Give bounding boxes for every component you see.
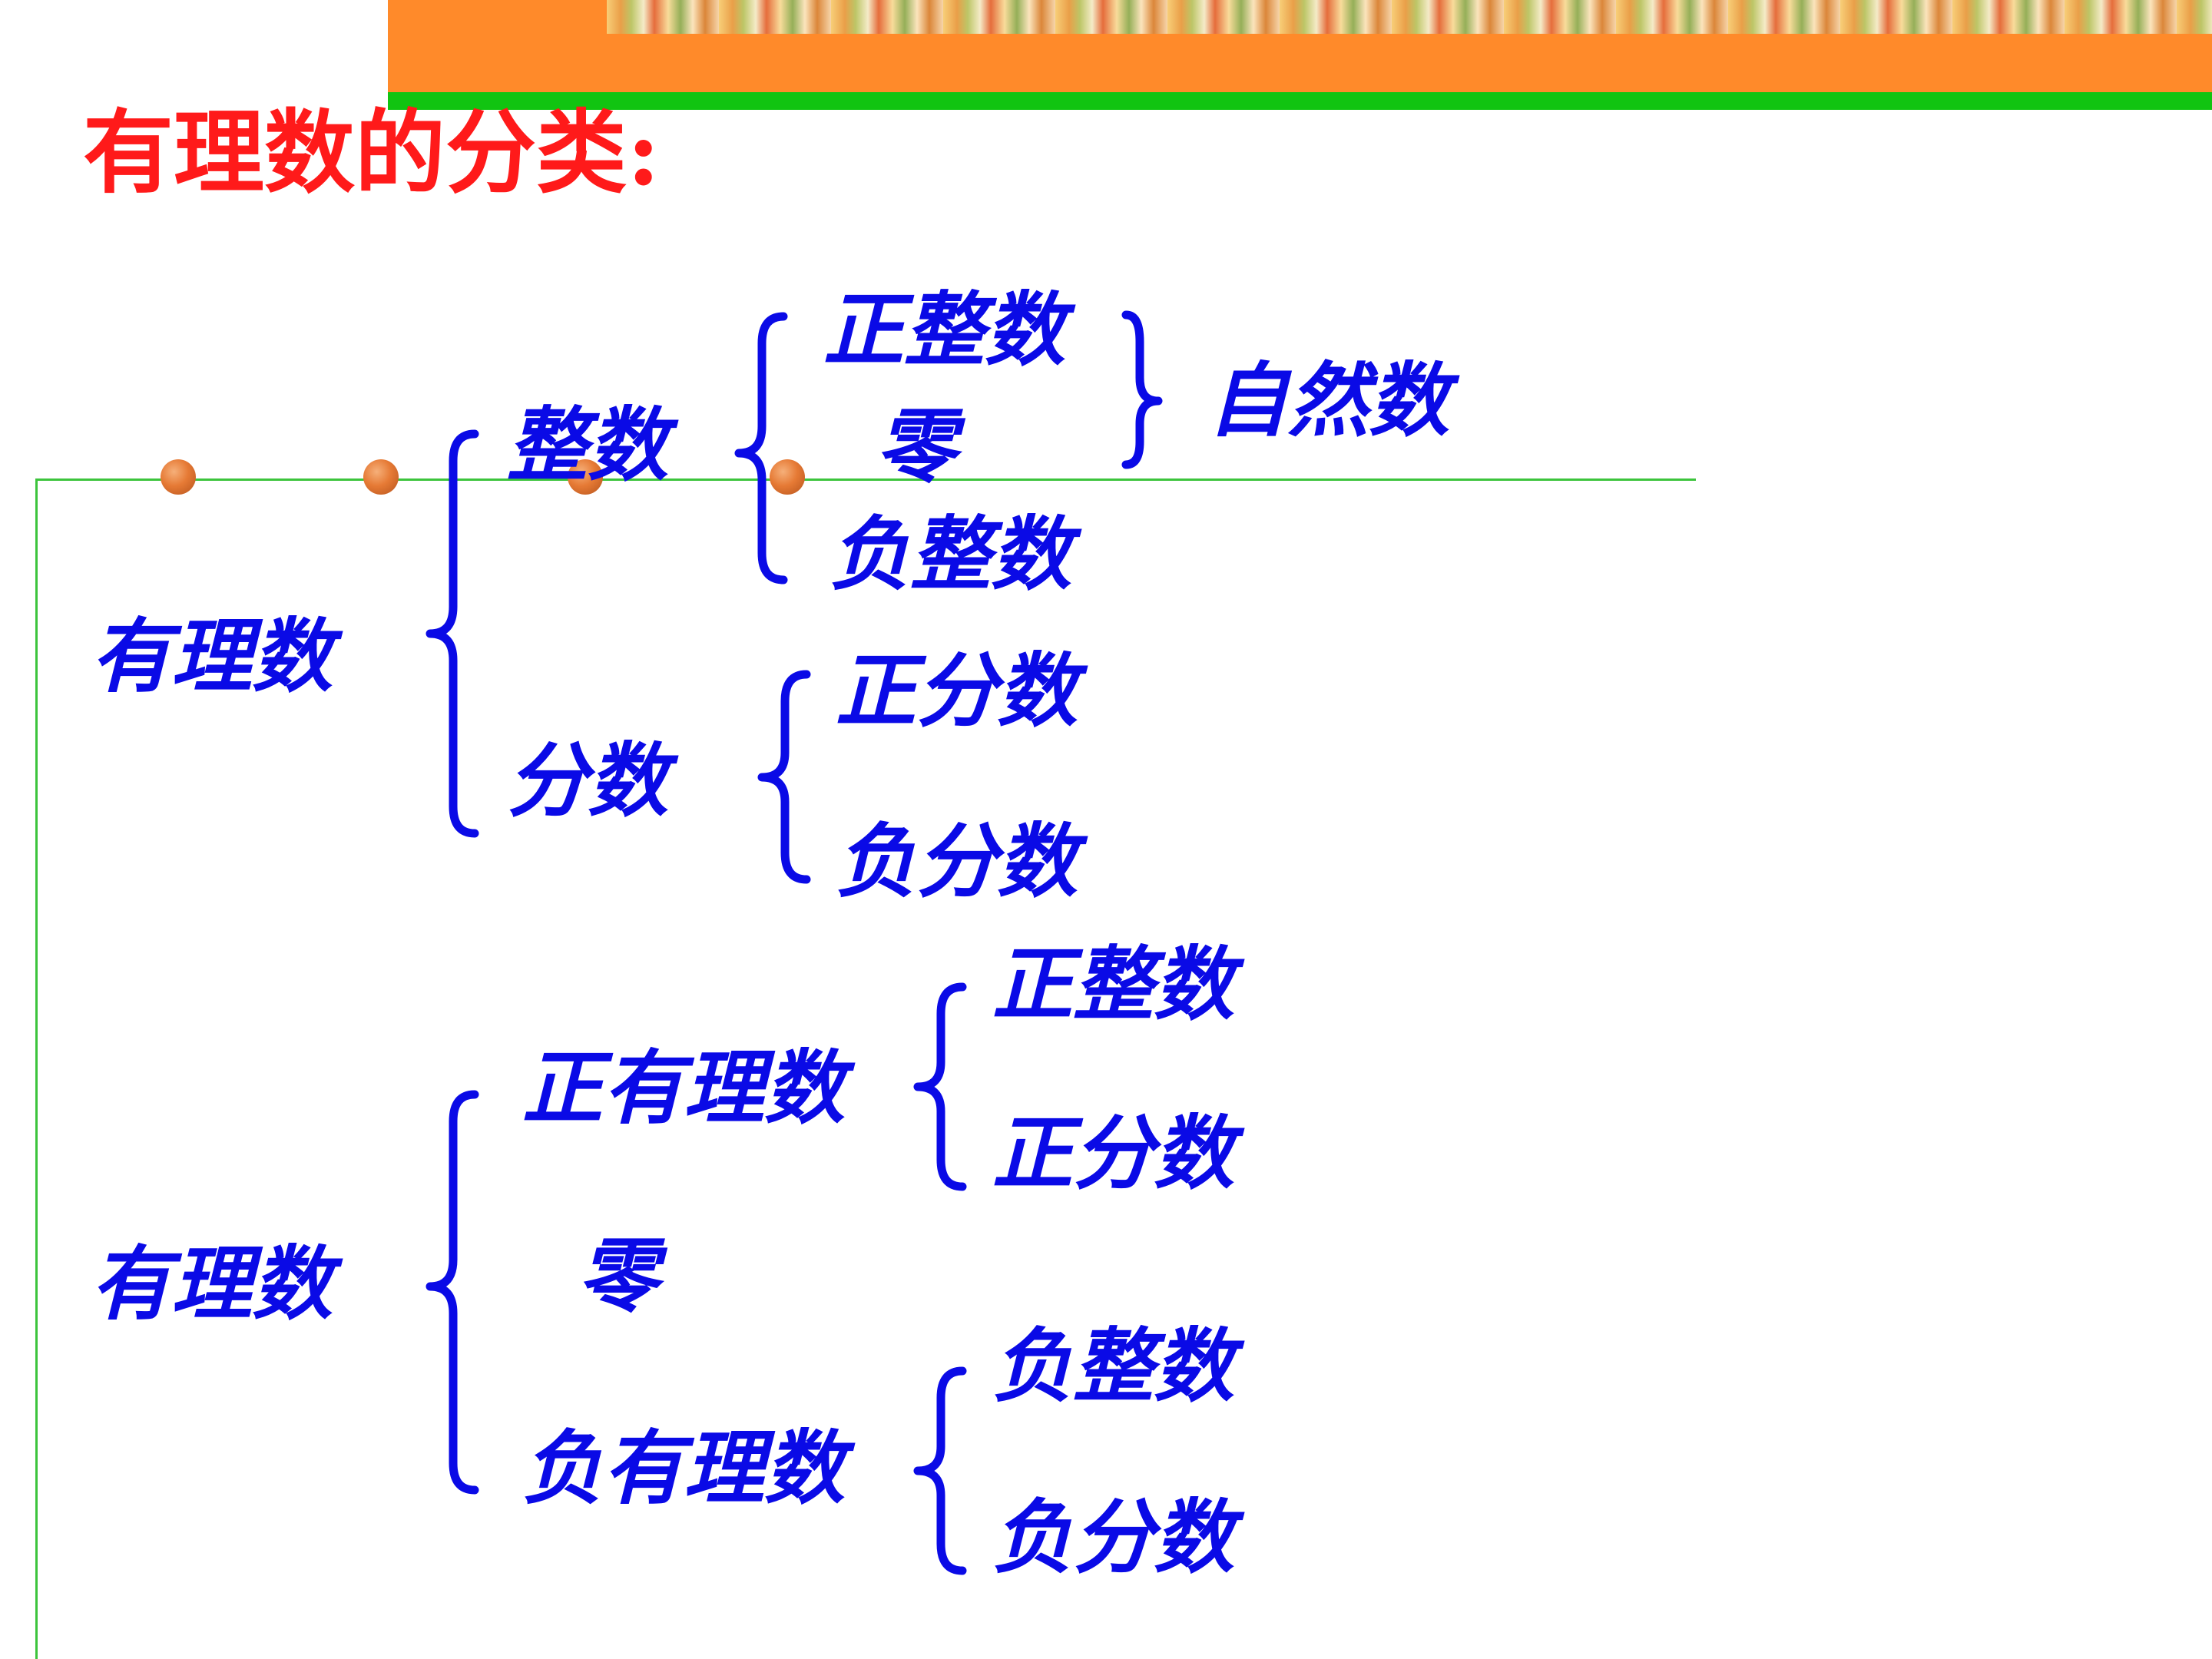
positive-integer-label: 正整数: [992, 938, 1235, 1031]
bullet-dot: [568, 459, 603, 495]
negative-fraction-label: 负分数: [992, 1491, 1235, 1584]
integer-label: 整数: [507, 399, 669, 492]
negative-integer-label: 负整数: [830, 508, 1072, 601]
brace-fraction-subtypes: [757, 670, 811, 884]
positive-integer-label: 正整数: [823, 283, 1066, 377]
positive-rational-label: 正有理数: [522, 1041, 846, 1135]
brace-integer-subtypes: [734, 312, 788, 584]
bullet-dot: [363, 459, 399, 495]
positive-fraction-label: 正分数: [836, 644, 1078, 738]
bullet-dot: [161, 459, 196, 495]
brace-rational-to-integer-fraction: [426, 429, 479, 838]
header-banner: [388, 0, 2212, 110]
natural-number-label: 自然数: [1207, 354, 1450, 448]
negative-rational-label: 负有理数: [522, 1422, 846, 1515]
brace-natural-numbers: [1121, 310, 1163, 469]
fraction-label: 分数: [507, 734, 669, 828]
header-floral-strip: [607, 0, 2212, 34]
brace-negative-rational-subtypes: [913, 1366, 967, 1575]
page-title: 有理数的分类:: [83, 99, 661, 206]
negative-fraction-label: 负分数: [836, 815, 1078, 909]
positive-fraction-label: 正分数: [992, 1107, 1235, 1200]
bullet-dot: [770, 459, 805, 495]
diagram2-root-rational: 有理数: [91, 1237, 333, 1331]
header-green-stripe: [388, 92, 2212, 110]
brace-positive-rational-subtypes: [913, 982, 967, 1191]
zero-label: 零: [578, 1230, 659, 1323]
negative-integer-label: 负整数: [992, 1320, 1235, 1413]
diagram1-root-rational: 有理数: [91, 610, 333, 704]
zero-label: 零: [876, 400, 957, 494]
frame-line-vertical: [35, 478, 38, 1659]
frame-line-horizontal: [35, 478, 1696, 481]
brace-rational-by-sign: [426, 1090, 479, 1495]
